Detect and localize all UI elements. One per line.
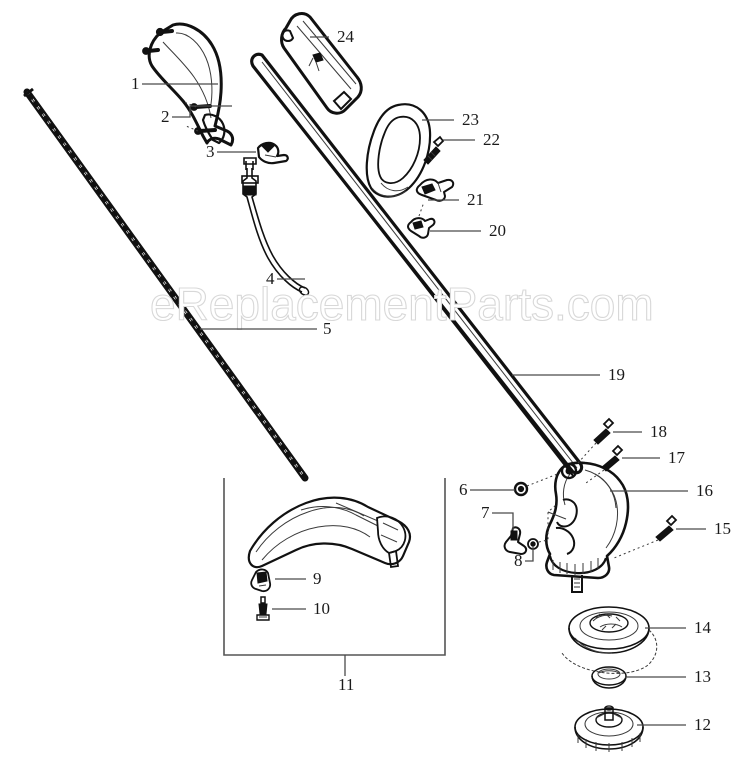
callout-number-9: 9 <box>313 569 322 588</box>
part-handle-knob <box>407 201 436 239</box>
callout-6: 6 <box>459 480 515 499</box>
callout-number-3: 3 <box>206 142 215 161</box>
callout-8: 8 <box>514 546 534 570</box>
part-guard-screw <box>256 596 270 621</box>
callout-number-6: 6 <box>459 480 468 499</box>
callout-23: 23 <box>422 110 479 129</box>
part-handle-bracket <box>415 178 455 202</box>
callout-14: 14 <box>645 618 712 637</box>
callout-5: 5 <box>200 319 332 338</box>
housing-screw-lower <box>613 514 678 559</box>
callout-11: 11 <box>338 655 354 694</box>
callout-leader-8 <box>525 546 534 562</box>
part-handle-clamp-half <box>280 12 363 115</box>
callout-number-13: 13 <box>694 667 711 686</box>
part-spring-washer <box>591 666 627 689</box>
callout-7: 7 <box>481 503 514 530</box>
part-throttle-cable <box>241 157 310 296</box>
callout-leader-2 <box>172 105 232 118</box>
callout-number-12: 12 <box>694 715 711 734</box>
callout-3: 3 <box>206 142 256 161</box>
callout-number-24: 24 <box>337 27 355 46</box>
part-housing-screws <box>577 417 678 559</box>
watermark-text: eReplacementParts.com <box>150 278 654 330</box>
callout-22: 22 <box>443 130 500 149</box>
callout-number-7: 7 <box>481 503 490 522</box>
callout-number-4: 4 <box>266 269 275 288</box>
part-flexible-drive-shaft <box>23 87 309 482</box>
callout-number-23: 23 <box>462 110 479 129</box>
callout-15: 15 <box>676 519 731 538</box>
housing-screw-upper <box>577 417 615 464</box>
callout-1: 1 <box>131 74 218 93</box>
callout-number-14: 14 <box>694 618 712 637</box>
callout-number-11: 11 <box>338 675 354 694</box>
callout-number-22: 22 <box>483 130 500 149</box>
callout-number-1: 1 <box>131 74 140 93</box>
part-guard-assembly <box>247 496 412 569</box>
callout-number-18: 18 <box>650 422 667 441</box>
callout-13: 13 <box>625 667 711 686</box>
callout-21: 21 <box>428 190 484 209</box>
callout-number-19: 19 <box>608 365 625 384</box>
callout-number-21: 21 <box>467 190 484 209</box>
callout-9: 9 <box>275 569 322 588</box>
part-shaft-clamp-nut <box>513 472 561 497</box>
part-lock-lever <box>503 526 528 555</box>
callout-4: 4 <box>266 269 305 288</box>
callout-12: 12 <box>637 715 711 734</box>
callout-10: 10 <box>272 599 330 618</box>
housing-screw-mid <box>585 444 624 484</box>
part-d-loop-handle <box>365 103 432 198</box>
callout-number-2: 2 <box>161 107 170 126</box>
callout-number-16: 16 <box>696 481 713 500</box>
callout-17: 17 <box>622 448 686 467</box>
part-guard-clip <box>250 568 272 593</box>
callout-number-15: 15 <box>714 519 731 538</box>
callout-number-20: 20 <box>489 221 506 240</box>
callout-19: 19 <box>512 365 625 384</box>
part-throttle-trigger <box>256 141 289 165</box>
callout-number-8: 8 <box>514 551 523 570</box>
callout-number-10: 10 <box>313 599 330 618</box>
callout-20: 20 <box>430 221 506 240</box>
part-handle-grip-upper <box>142 22 235 147</box>
callout-2: 2 <box>161 105 232 126</box>
callout-24: 24 <box>310 27 355 46</box>
callout-16: 16 <box>610 481 713 500</box>
callout-leader-7 <box>492 512 514 530</box>
guard-assembly-bracket <box>223 478 446 656</box>
callout-18: 18 <box>613 422 667 441</box>
part-spool-retainer <box>574 705 644 752</box>
part-handle-bolt <box>423 135 445 165</box>
callout-number-17: 17 <box>668 448 686 467</box>
callout-number-5: 5 <box>323 319 332 338</box>
